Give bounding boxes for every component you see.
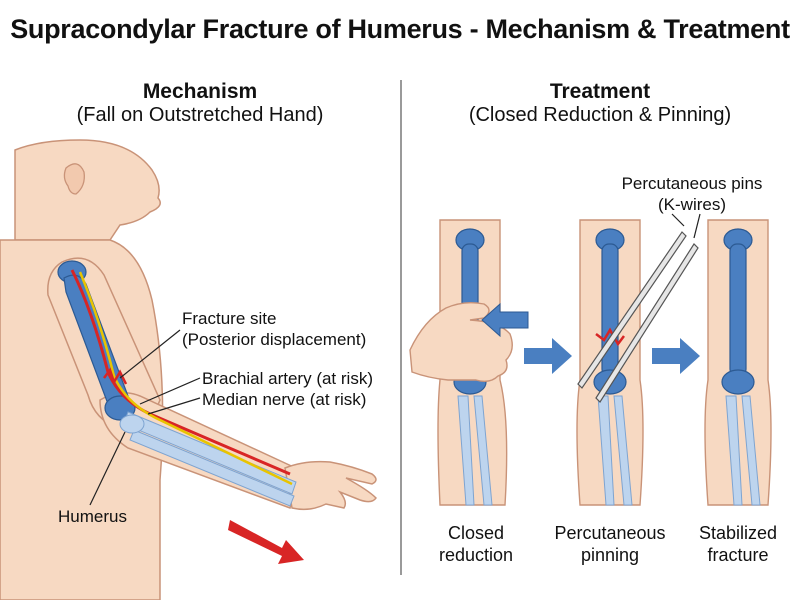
caption-percutaneous-pinning: Percutaneous pinning — [545, 522, 675, 566]
leader-humerus — [89, 431, 126, 506]
label-fracture-site: Fracture site (Posterior displacement) — [182, 308, 366, 350]
label-fracture-site-line2: (Posterior displacement) — [182, 330, 367, 349]
caption-closed-reduction: Closed reduction — [411, 522, 541, 566]
step-arrow-1 — [524, 338, 572, 374]
k-wire-2 — [595, 243, 699, 403]
leader-pins-1 — [671, 213, 685, 227]
label-pins-line2: (K-wires) — [658, 195, 726, 214]
label-brachial-artery: Brachial artery (at risk) — [202, 369, 373, 388]
label-humerus: Humerus — [58, 507, 127, 526]
leader-fracture-site — [119, 329, 181, 379]
caption-step2-line2: pinning — [580, 545, 640, 565]
k-wire-1 — [577, 231, 687, 389]
caption-step3-line1: Stabilized — [698, 523, 778, 543]
treatment-subheading: (Closed Reduction & Pinning) — [468, 104, 732, 126]
treatment-arm-stabilized — [704, 219, 772, 506]
section-divider — [400, 80, 402, 575]
ear-shape — [63, 163, 85, 195]
mechanism-heading: Mechanism — [142, 80, 258, 103]
caption-stabilized-fracture: Stabilized fracture — [673, 522, 800, 566]
label-pins-line1: Percutaneous pins — [621, 174, 763, 193]
label-median-nerve: Median nerve (at risk) — [202, 390, 367, 409]
label-fracture-site-line1: Fracture site — [182, 309, 277, 328]
reduction-arrow — [481, 302, 529, 338]
treatment-heading: Treatment — [549, 80, 651, 103]
mechanism-subheading: (Fall on Outstretched Hand) — [76, 104, 324, 126]
hand — [284, 460, 377, 511]
caption-step1-line2: reduction — [438, 545, 514, 565]
fracture-line-pinning — [595, 327, 625, 347]
label-percutaneous-pins: Percutaneous pins (K-wires) — [612, 173, 772, 215]
treatment-arm-pinning — [576, 219, 644, 506]
fall-direction-arrow — [228, 520, 304, 564]
child-head — [14, 139, 161, 241]
leader-pins-2 — [693, 213, 701, 239]
caption-step2-line1: Percutaneous — [554, 523, 666, 543]
leader-brachial-artery — [139, 377, 201, 405]
caption-step1-line1: Closed — [447, 523, 505, 543]
caption-step3-line2: fracture — [707, 545, 769, 565]
diagram-title: Supracondylar Fracture of Humerus - Mech… — [10, 14, 790, 44]
median-nerve — [78, 271, 293, 486]
step-arrow-2 — [652, 338, 700, 374]
leader-median-nerve — [147, 397, 201, 415]
